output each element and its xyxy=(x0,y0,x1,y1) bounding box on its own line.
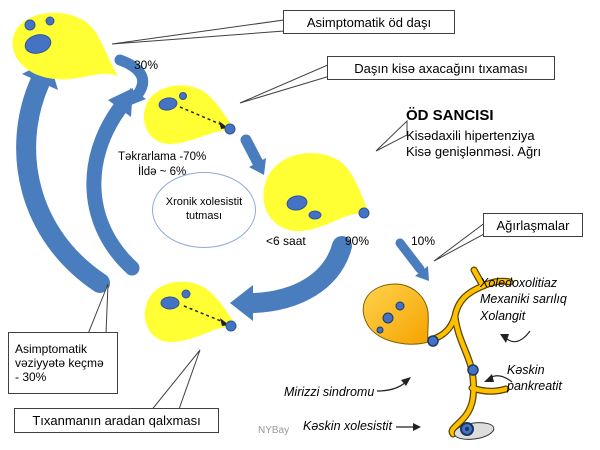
common-duct-stone-icon xyxy=(467,364,479,376)
asymptomatic-stone-callout: Asimptomatik öd daşı xyxy=(283,10,455,34)
colic-description: Kisədaxili hipertenziya Kisə genişlənməs… xyxy=(406,127,542,160)
stone-icon xyxy=(158,97,178,111)
arrow-90pct xyxy=(230,236,352,321)
migration-dotted-arrow xyxy=(179,106,221,125)
unblocking-callout: Tıxanmanın aradan qalxması xyxy=(14,408,219,433)
stone-icon xyxy=(382,312,394,324)
neck-stone-icon xyxy=(358,207,370,219)
stone-icon xyxy=(179,92,187,100)
gallbladder-duct-blockage xyxy=(143,85,236,145)
pct-90-label: 90% xyxy=(345,234,370,248)
pct-10-label: 10% xyxy=(411,234,436,248)
chronic-cholecystitis-label: Xronik xolesistit tutması xyxy=(165,196,243,222)
gallbladder-inflamed xyxy=(362,283,429,345)
recurrence-label: Təkrarlama -70% İldə ~ 6% xyxy=(118,151,207,178)
callout-wedge-unblocking xyxy=(148,349,201,413)
recycle-arrow-inner xyxy=(86,88,140,276)
under-6h-label: <6 saat xyxy=(266,234,306,248)
asymptomatic-return-callout: Asimptomatik vəziyyətə keçmə - 30% xyxy=(8,332,118,394)
stone-icon xyxy=(24,19,36,31)
callout-wedge-blockage xyxy=(239,63,331,104)
stone-icon xyxy=(286,195,308,211)
biliary-tree xyxy=(362,266,514,440)
chronic-cholecystitis-ellipse: Xronik xolesistit tutması xyxy=(152,172,256,248)
gallbladder-colic xyxy=(263,153,370,232)
stone-icon xyxy=(376,326,384,334)
migration-dotted-arrow xyxy=(183,305,222,322)
stone-icon xyxy=(45,16,55,26)
stone-icon xyxy=(181,289,191,299)
pct-30-label: 30% xyxy=(134,58,159,72)
gallbladder-asymptomatic xyxy=(12,12,118,80)
acute-cholecystitis-label: Kəskin xolesistit xyxy=(303,419,392,433)
acute-pancreatitis-label: Kəskin pankreatit xyxy=(507,363,562,394)
callout-wedge-complications xyxy=(433,221,487,262)
arrow-30pct xyxy=(114,54,148,105)
complications-callout: Ağırlaşmalar xyxy=(483,213,583,237)
mirizzi-label: Mirizzi sindromu xyxy=(284,385,375,399)
arrow-10pct xyxy=(395,238,429,281)
stone-icon xyxy=(160,296,180,310)
cystic-duct-stone-icon xyxy=(427,335,439,347)
annotation-arrows xyxy=(376,330,531,431)
arrow-to-colic xyxy=(240,134,266,175)
stone-icon xyxy=(308,210,322,220)
neck-stone-icon xyxy=(225,320,237,332)
biliary-colic-block: ÖD SANCISI Kisədaxili hipertenziya Kisə … xyxy=(406,106,596,161)
watermark: NYBay xyxy=(258,425,290,436)
stone-icon xyxy=(24,34,52,54)
gallbladder-resolving xyxy=(144,281,238,343)
colic-title: ÖD SANCISI xyxy=(406,107,494,124)
duct-blockage-callout: Daşın kisə axacağını tıxaması xyxy=(327,56,555,80)
stone-icon xyxy=(395,301,405,311)
complications-list: Xoledoxolitiaz Mexaniki sarılıq Xolangit xyxy=(480,276,567,323)
callout-wedge-asymptomatic xyxy=(111,19,285,45)
callout-wedge-colic xyxy=(375,119,408,152)
neck-stone-icon xyxy=(224,123,236,135)
bile-duct xyxy=(427,267,513,437)
